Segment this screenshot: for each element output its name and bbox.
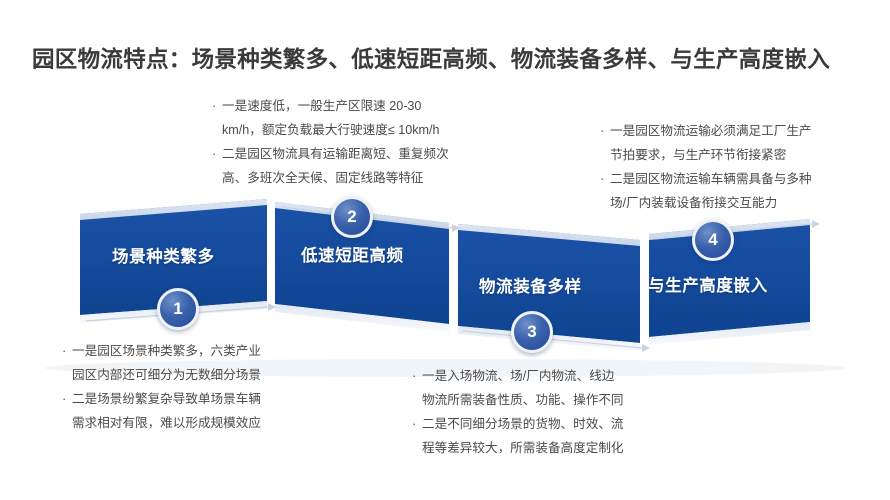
- note-block-top-right: · 一是园区物流运输必须满足工厂生产 节拍要求，与生产环节衔接紧密 · 二是园区…: [600, 119, 888, 215]
- bullet-item: · 一是速度低，一般生产区限速 20-30: [212, 94, 512, 118]
- ribbon-panel-2-label: 低速短距高频: [301, 247, 404, 265]
- bullet-text-continuation: 需求相对有限，难以形成规模效应: [72, 416, 261, 430]
- bullet-item: · 二是场景纷繁复杂导致单场景车辆: [62, 387, 352, 411]
- bullet-item: · 一是园区场景种类繁多，六类产业: [62, 339, 352, 363]
- note-block-bottom-middle: · 一是入场物流、场/厂内物流、线边 物流所需装备性质、功能、操作不同 · 二是…: [412, 364, 712, 460]
- bullet-item: · 二是园区物流具有运输距离短、重复频次: [212, 142, 512, 166]
- ribbon-arrow-heads: [268, 220, 820, 352]
- bullet-text: 一是速度低，一般生产区限速 20-30: [222, 99, 422, 113]
- ribbon-panel-2-face[interactable]: [275, 202, 449, 324]
- ribbon-panel-1-top-bevel: [80, 199, 267, 220]
- bullet-text: 二是园区物流运输车辆需具备与多种: [610, 172, 812, 186]
- ribbon-fold-3-4: [640, 234, 649, 343]
- ribbon-panel-2-bottom-bevel: [275, 304, 449, 332]
- bullet-dot-icon: ·: [600, 123, 605, 138]
- bullet-text-continuation: km/h，额定负载最大行驶速度≤ 10km/h: [222, 123, 440, 137]
- bullet-text: 一是入场物流、场/厂内物流、线边: [422, 369, 615, 383]
- step-number-badge-3[interactable]: 3: [511, 311, 553, 353]
- bullet-text-continuation: 园区内部还可细分为无数细分场景: [72, 368, 261, 382]
- bullet-text-continuation: 节拍要求，与生产环节衔接紧密: [610, 148, 787, 162]
- bullet-item: · 二是园区物流运输车辆需具备与多种: [600, 167, 888, 191]
- ribbon-panel-3-face[interactable]: [458, 224, 640, 343]
- page-title: 园区物流特点：场景种类繁多、低速短距高频、物流装备多样、与生产高度嵌入: [32, 47, 831, 72]
- bullet-text-continuation: 高、多班次全天候、固定线路等特征: [222, 171, 424, 185]
- bullet-item: · 一是入场物流、场/厂内物流、线边: [412, 364, 712, 388]
- bullet-text: 二是不同细分场景的货物、时效、流: [422, 417, 624, 431]
- ribbon-fold-1-2: [267, 199, 275, 304]
- ribbon-panel-4-label: 与生产高度嵌入: [648, 277, 768, 295]
- ribbon-shadow: [45, 359, 845, 377]
- note-block-top-left: · 一是速度低，一般生产区限速 20-30 km/h，额定负载最大行驶速度≤ 1…: [212, 94, 512, 190]
- bullet-dot-icon: ·: [600, 171, 605, 186]
- ribbon-panel-4-bottom-bevel: [649, 322, 810, 345]
- note-block-bottom-left: · 一是园区场景种类繁多，六类产业 园区内部还可细分为无数细分场景 · 二是场景…: [62, 339, 352, 435]
- ribbon-panel-3-top-bevel: [458, 224, 640, 246]
- bullet-text-continuation: 物流所需装备性质、功能、操作不同: [422, 393, 624, 407]
- bullet-dot-icon: ·: [212, 146, 217, 161]
- bullet-text: 二是场景纷繁复杂导致单场景车辆: [72, 392, 261, 406]
- ribbon-fold-2-3: [449, 223, 458, 326]
- bullet-dot-icon: ·: [412, 368, 417, 383]
- bullet-text: 一是园区场景种类繁多，六类产业: [72, 344, 261, 358]
- bullet-item: · 一是园区物流运输必须满足工厂生产: [600, 119, 888, 143]
- ribbon-panel-1-label: 场景种类繁多: [112, 248, 215, 266]
- step-number-badge-2[interactable]: 2: [331, 196, 373, 238]
- bullet-dot-icon: ·: [212, 98, 217, 113]
- bullet-text-continuation: 程等差异较大，所需装备高度定制化: [422, 441, 624, 455]
- bullet-text: 一是园区物流运输必须满足工厂生产: [610, 124, 812, 138]
- bullet-dot-icon: ·: [412, 416, 417, 431]
- step-number-badge-4[interactable]: 4: [692, 219, 734, 261]
- bullet-text-continuation: 场/厂内装载设备衔接交互能力: [610, 196, 778, 210]
- step-number-badge-1[interactable]: 1: [157, 288, 199, 330]
- bullet-dot-icon: ·: [62, 343, 67, 358]
- bullet-item: · 二是不同细分场景的货物、时效、流: [412, 412, 712, 436]
- ribbon-panel-4-face[interactable]: [649, 219, 810, 337]
- bullet-dot-icon: ·: [62, 391, 67, 406]
- ribbon-panel-1-face[interactable]: [80, 199, 267, 315]
- bullet-text: 二是园区物流具有运输距离短、重复频次: [222, 147, 449, 161]
- ribbon-panel-3-label: 物流装备多样: [479, 278, 582, 296]
